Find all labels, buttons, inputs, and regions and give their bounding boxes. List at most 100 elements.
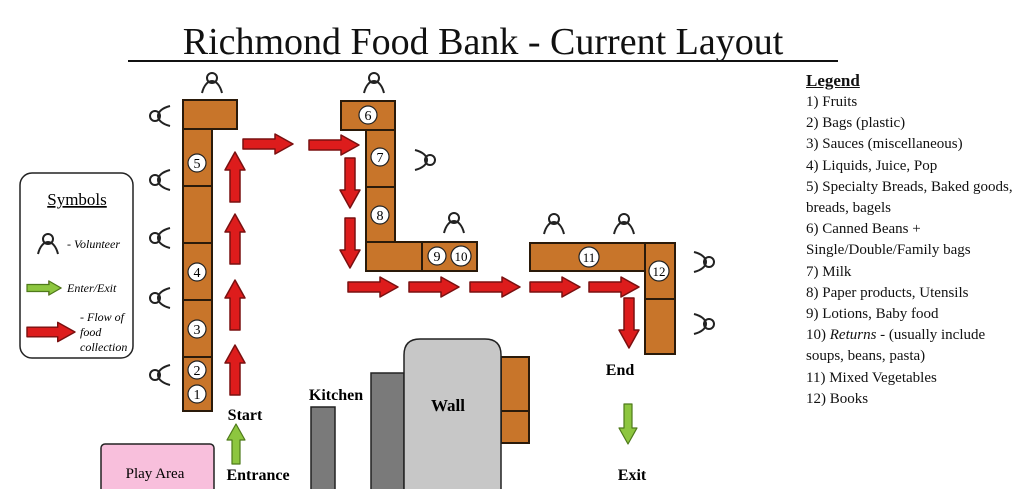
flow-arrow-up	[224, 344, 246, 396]
flow-arrow-right	[242, 133, 294, 155]
station-9: 9	[427, 246, 447, 266]
legend-item: 6) Canned Beans + Single/Double/Family b…	[806, 219, 1020, 261]
svg-text:12: 12	[653, 264, 666, 279]
svg-text:1: 1	[194, 388, 201, 403]
legend-item-number: 11)	[806, 369, 826, 386]
legend-item: 9) Lotions, Baby food	[806, 304, 1020, 325]
flow-arrow-down	[339, 157, 361, 209]
flow-arrow-right	[529, 276, 581, 298]
station-10: 10	[450, 245, 472, 267]
station-6: 6	[358, 105, 378, 125]
legend-item-text: Mixed Vegetables	[829, 369, 937, 386]
volunteer-icon	[149, 105, 171, 127]
svg-text:10: 10	[455, 249, 468, 264]
legend-item-text: Liquids, Juice, Pop	[822, 157, 938, 174]
legend-item-number: 2)	[806, 115, 819, 132]
station-markers: 5 4 3 2 1 6 7 8 9 10 11 12	[187, 105, 670, 404]
legend-item-number: 3)	[806, 136, 819, 153]
page-title: Richmond Food Bank - Current Layout	[183, 21, 784, 63]
exit-arrow-icon	[618, 403, 638, 445]
wall-label: Wall	[431, 396, 465, 415]
start-label: Start	[228, 407, 263, 424]
legend-item-text: Specialty Breads, Baked goods, breads, b…	[806, 178, 1013, 217]
table-bottom-right	[644, 298, 676, 355]
svg-text:5: 5	[194, 157, 201, 172]
station-4: 4	[187, 262, 207, 282]
legend-item-text: Fruits	[822, 94, 858, 110]
legend-item-text: Bags (plastic)	[822, 115, 906, 132]
volunteer-icon	[149, 364, 171, 386]
legend-item-text: Books	[829, 390, 869, 407]
flow-arrow-right	[408, 276, 460, 298]
legend-item-number: 10)	[806, 327, 826, 344]
symbol-volunteer-label: - Volunteer	[67, 237, 120, 251]
kitchen-wall-thin	[310, 406, 336, 489]
symbol-flow-label-3: collection	[80, 340, 127, 354]
legend-item-number: 5)	[806, 178, 819, 195]
legend-item-number: 12)	[806, 390, 826, 407]
station-8: 8	[370, 205, 390, 225]
svg-text:8: 8	[377, 209, 384, 224]
legend-item-text: Lotions, Baby food	[822, 306, 939, 323]
volunteer-icon	[613, 213, 635, 235]
svg-text:4: 4	[194, 266, 201, 281]
symbols-box: Symbols - Volunteer Enter/Exit - Flow of…	[19, 172, 134, 359]
legend-item-number: 4)	[806, 157, 819, 174]
symbol-flow-label-1: - Flow of	[80, 310, 126, 324]
legend-item: 3) Sauces (miscellaneous)	[806, 134, 1020, 155]
flow-arrow-right	[308, 134, 360, 156]
legend-item: 12) Books	[806, 389, 1020, 410]
table-wall-a	[500, 356, 530, 412]
volunteer-icon	[693, 251, 715, 273]
legend-item-number: 9)	[806, 306, 819, 323]
entrance-arrow-icon	[226, 423, 246, 465]
legend-heading: Legend	[806, 71, 860, 90]
symbols-heading: Symbols	[47, 190, 107, 209]
volunteer-icon	[149, 227, 171, 249]
station-1: 1	[187, 384, 207, 404]
station-7: 7	[370, 147, 390, 167]
play-area-label: Play Area	[126, 466, 185, 482]
legend-item: 5) Specialty Breads, Baked goods, breads…	[806, 177, 1020, 219]
legend-item-text: Paper products, Utensils	[822, 284, 969, 301]
table-top-left	[182, 99, 238, 130]
volunteer-icon	[149, 169, 171, 191]
legend-item-text: Canned Beans + Single/Double/Family bags	[806, 221, 971, 259]
entrance-label: Entrance	[226, 467, 289, 484]
flow-arrow-up	[224, 151, 246, 203]
station-11: 11	[578, 246, 600, 268]
exit-label: Exit	[618, 467, 647, 484]
table-wall-b	[500, 410, 530, 444]
legend-item-text: Sauces (miscellaneous)	[822, 136, 963, 153]
legend-item: 8) Paper products, Utensils	[806, 283, 1020, 304]
station-12: 12	[648, 260, 670, 282]
volunteer-icon	[149, 287, 171, 309]
volunteer-icon	[363, 72, 385, 94]
volunteer-icon	[443, 212, 465, 234]
end-label: End	[606, 362, 635, 379]
svg-text:6: 6	[365, 109, 372, 124]
symbol-flow-label-2: food	[80, 325, 102, 339]
symbol-enter-exit-label: Enter/Exit	[66, 281, 117, 295]
flow-arrow-right	[469, 276, 521, 298]
legend-item-number: 1)	[806, 94, 819, 110]
flow-arrow-up	[224, 279, 246, 331]
legend-item-note: - (usually include soups, beans, pasta)	[806, 327, 986, 365]
legend-item-number: 7)	[806, 263, 819, 280]
legend-item: 11) Mixed Vegetables	[806, 368, 1020, 389]
station-2: 2	[187, 360, 207, 380]
legend-item: 10) Returns - (usually include soups, be…	[806, 325, 1020, 367]
legend-item: 2) Bags (plastic)	[806, 113, 1020, 134]
table-empty-a	[182, 185, 213, 244]
svg-text:9: 9	[434, 250, 441, 265]
table-corner	[365, 241, 423, 272]
station-3: 3	[187, 319, 207, 339]
kitchen-label: Kitchen	[309, 387, 363, 404]
legend-item-emphasis: Returns	[829, 327, 877, 344]
station-5: 5	[187, 153, 207, 173]
flow-arrow-up	[224, 213, 246, 265]
legend-item: 1) Fruits	[806, 92, 1020, 113]
